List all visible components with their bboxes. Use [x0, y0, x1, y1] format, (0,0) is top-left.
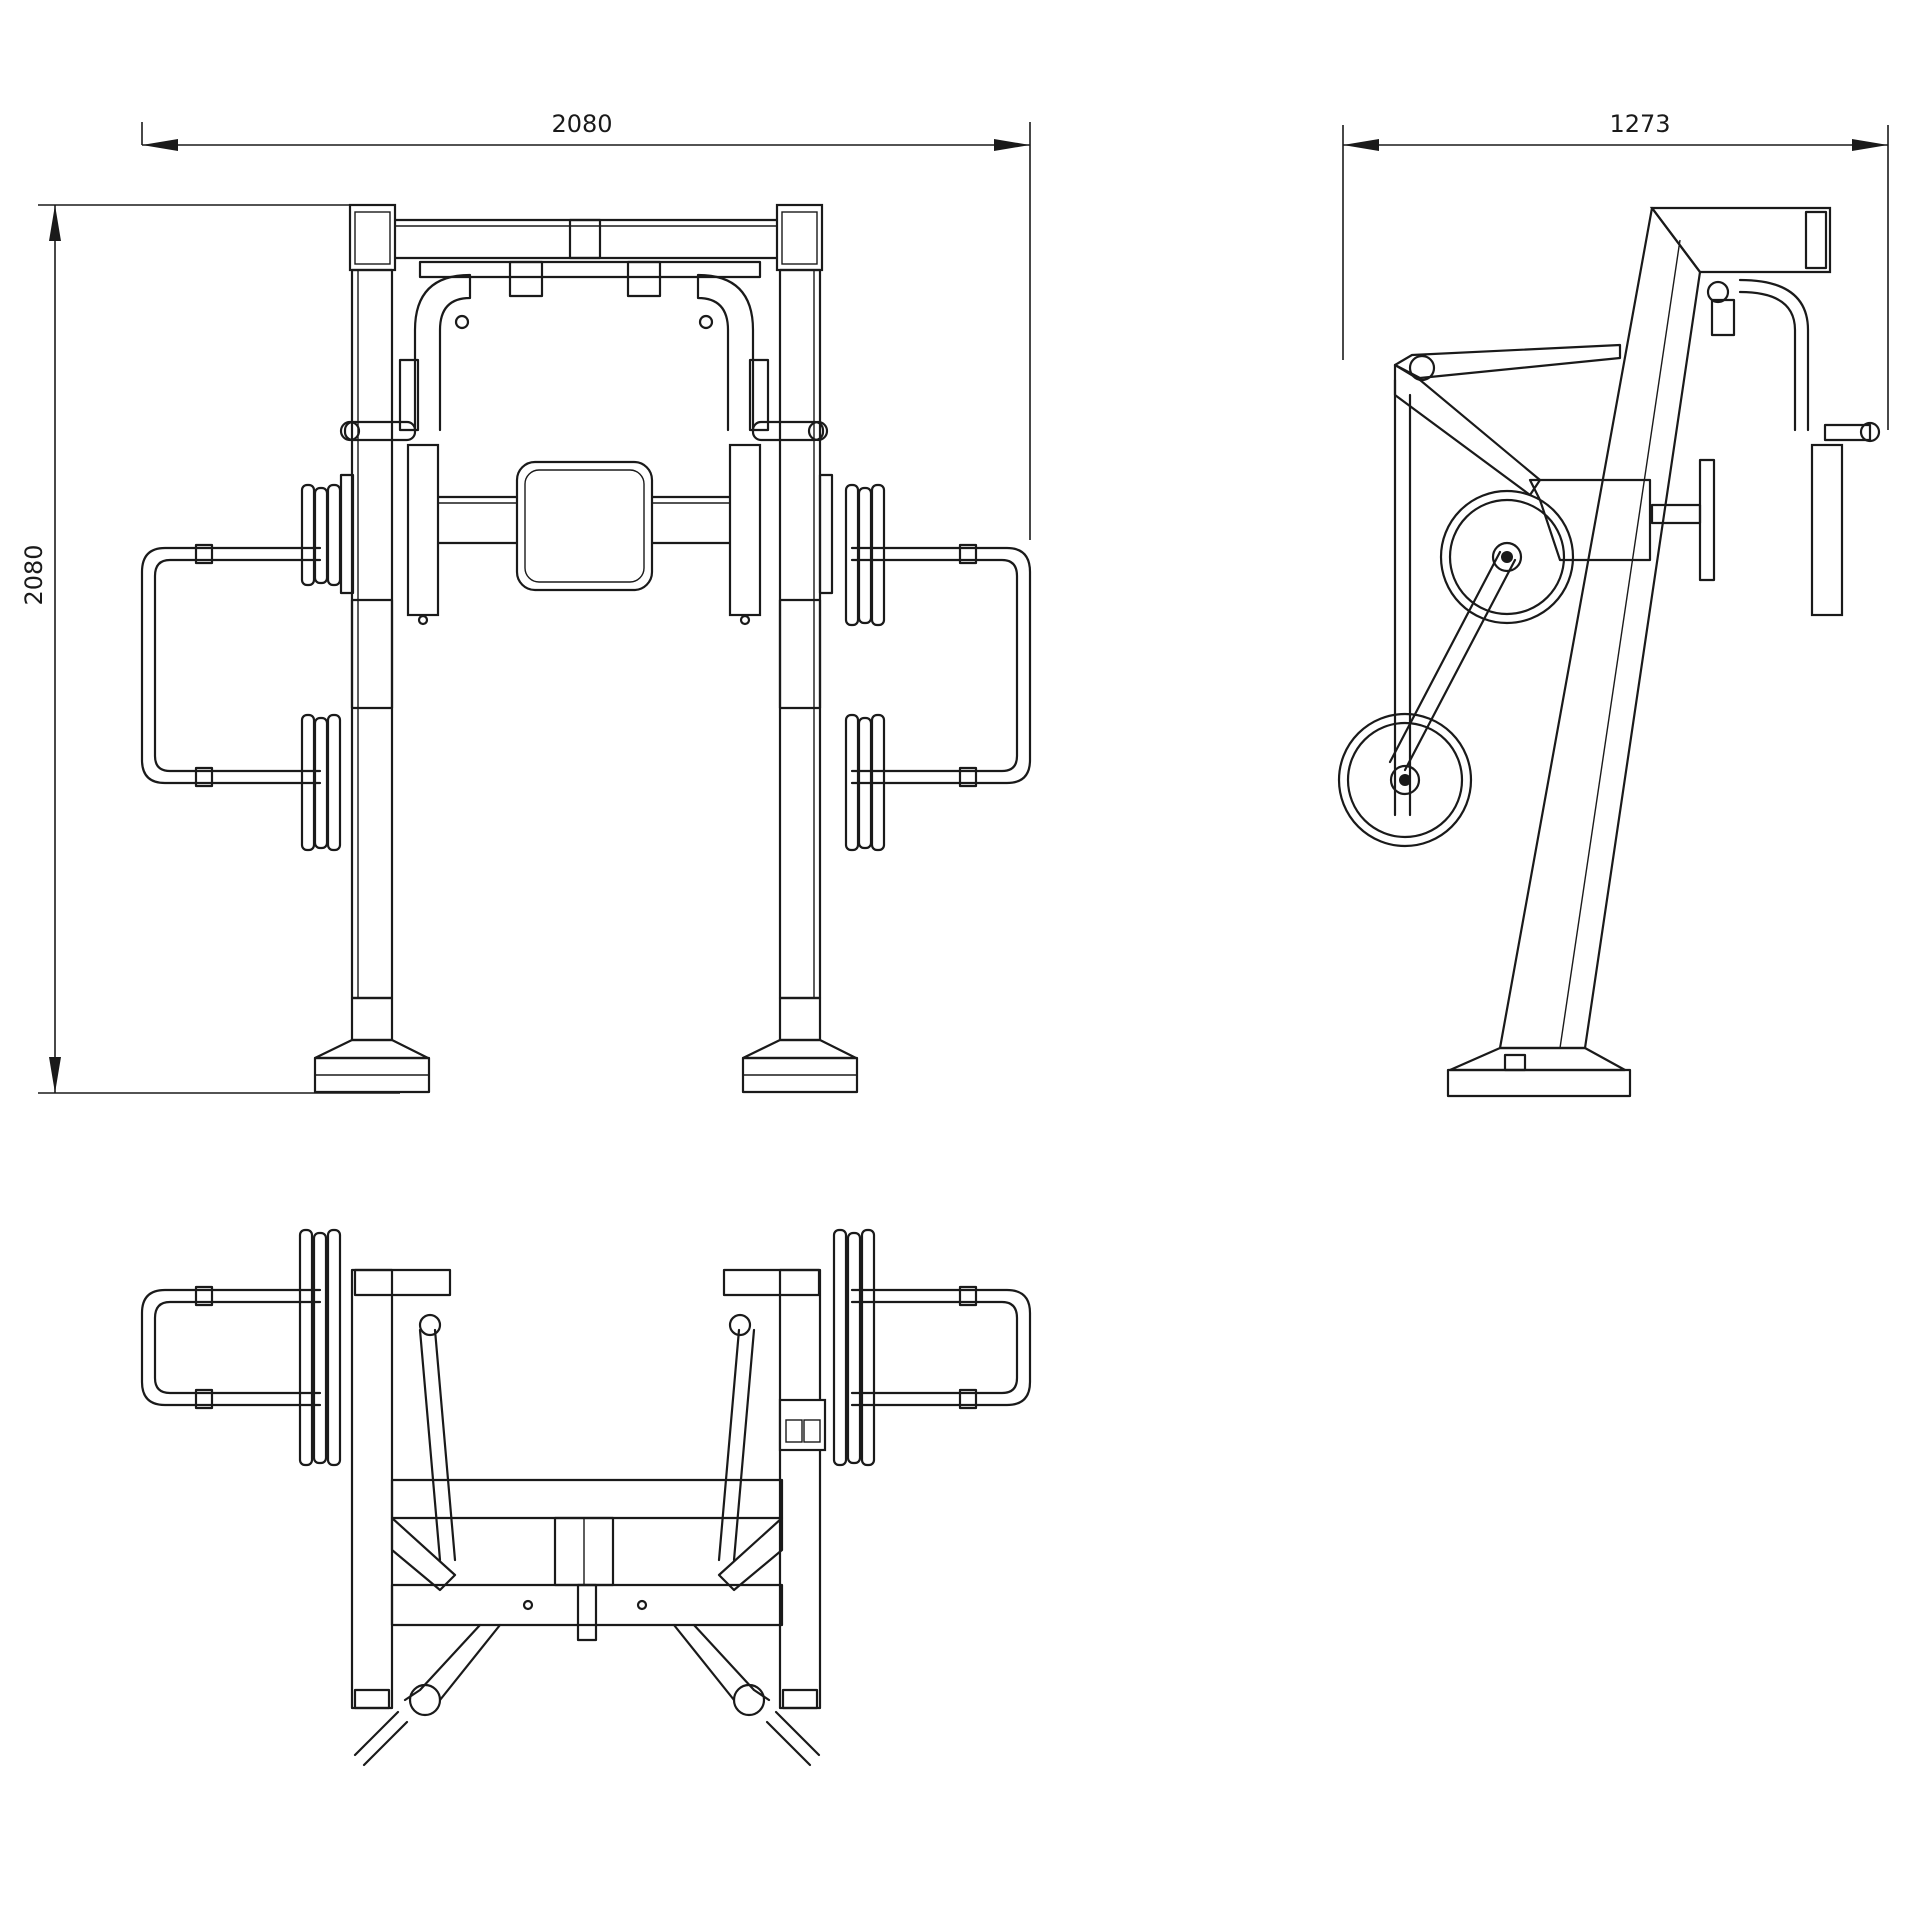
front-view — [140, 203, 1032, 1094]
dimension-front-width: 2080 — [141, 110, 1031, 540]
front-width-label: 2080 — [551, 110, 612, 138]
top-view — [140, 1228, 1032, 1767]
front-height-label: 2080 — [20, 544, 48, 605]
side-depth-label: 1273 — [1609, 110, 1670, 138]
dimension-front-height: 2080 — [20, 204, 400, 1094]
side-view — [1337, 206, 1881, 1098]
dimension-side-depth: 1273 — [1342, 110, 1889, 430]
